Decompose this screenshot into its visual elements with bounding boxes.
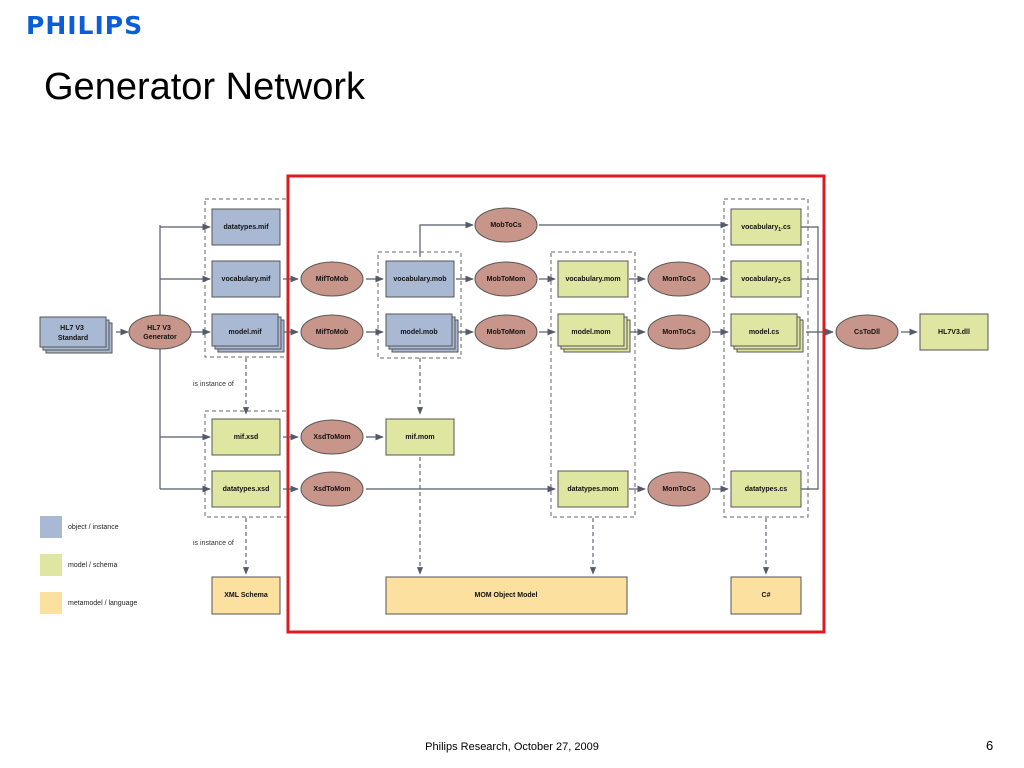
xsdtomom-process-1: XsdToMom [300, 419, 364, 455]
svg-text:vocabulary.mif: vocabulary.mif [222, 276, 272, 283]
svg-text:MomToCs: MomToCs [662, 329, 695, 336]
edge-vocabularymob-mobtocs [419, 221, 474, 257]
philips-logo: PHILIPS [26, 11, 144, 40]
svg-text:model.mob: model.mob [400, 329, 437, 336]
legend-label-object-instance: object / instance [68, 524, 119, 531]
vocabulary-mob-node: vocabulary.mob [385, 260, 455, 298]
model-cs-stack: model.cs [730, 313, 804, 353]
instance-of-label-2: is instance of [193, 540, 234, 547]
legend-swatch-model-schema [40, 554, 62, 576]
legend-label-model-schema: model / schema [68, 562, 118, 569]
svg-text:vocabulary.mom: vocabulary.mom [565, 276, 620, 283]
svg-text:MobToMom: MobToMom [487, 329, 526, 336]
svg-text:vocabulary2.cs: vocabulary2.cs [741, 276, 791, 285]
hl7-standard-stack: HL7 V3 Standard [39, 316, 113, 354]
svg-text:MOM Object Model: MOM Object Model [475, 592, 538, 599]
legend-swatch-metamodel-language [40, 592, 62, 614]
svg-text:model.cs: model.cs [749, 329, 779, 336]
svg-text:datatypes.mom: datatypes.mom [567, 486, 618, 493]
momtocs-process-2: MomToCs [647, 314, 711, 350]
vocabulary-mif-node: vocabulary.mif [211, 260, 281, 298]
model-mif-stack: model.mif [211, 313, 285, 353]
hl7v3-dll-node: HL7V3.dll [919, 313, 989, 351]
svg-text:datatypes.mif: datatypes.mif [223, 224, 269, 231]
svg-text:XML Schema: XML Schema [224, 592, 268, 599]
instance-of-label-1: is instance of [193, 381, 234, 388]
mom-group-box [550, 251, 636, 518]
miftomob-process-2: MifToMob [300, 314, 364, 350]
mif-xsd-node: mif.xsd [211, 418, 281, 456]
hl7-generator-line2: Generator [143, 334, 177, 341]
svg-text:C#: C# [762, 592, 771, 599]
hl7-standard-line1: HL7 V3 [60, 325, 84, 332]
svg-text:CsToDll: CsToDll [854, 329, 880, 336]
svg-text:datatypes.cs: datatypes.cs [745, 486, 788, 493]
footer-text: Philips Research, October 27, 2009 [425, 741, 599, 753]
svg-text:XsdToMom: XsdToMom [313, 434, 350, 441]
mobtocs-process: MobToCs [474, 207, 538, 243]
svg-text:MomToCs: MomToCs [662, 486, 695, 493]
svg-text:MobToCs: MobToCs [490, 222, 521, 229]
xml-schema-node: XML Schema [211, 576, 281, 615]
datatypes-mif-node: datatypes.mif [211, 208, 281, 246]
highlight-frame [286, 174, 826, 634]
edge-cs-collector [801, 226, 819, 490]
momtocs-process-1: MomToCs [647, 261, 711, 297]
legend: object / instance model / schema metamod… [40, 516, 137, 614]
svg-text:HL7V3.dll: HL7V3.dll [938, 329, 970, 336]
svg-text:model.mif: model.mif [228, 329, 262, 336]
svg-text:XsdToMom: XsdToMom [313, 486, 350, 493]
svg-text:mif.mom: mif.mom [405, 434, 434, 441]
mobtomom-process-1: MobToMom [474, 261, 538, 297]
vocabulary2-cs-node: vocabulary2.cs [730, 260, 802, 298]
xsdtomom-process-2: XsdToMom [300, 471, 364, 507]
datatypes-mom-node: datatypes.mom [557, 470, 629, 508]
legend-swatch-object-instance [40, 516, 62, 538]
mob-group-box [377, 251, 462, 359]
momtocs-process-3: MomToCs [647, 471, 711, 507]
cstodll-process: CsToDll [835, 314, 899, 350]
slide-title: Generator Network [44, 66, 366, 108]
hl7-generator-line1: HL7 V3 [147, 325, 171, 332]
svg-text:HL7 V3 Standard: HL7 V3 Standard [58, 325, 88, 342]
hl7-generator-process: HL7 V3 Generator [128, 314, 192, 350]
datatypes-xsd-node: datatypes.xsd [211, 470, 281, 508]
svg-text:MifToMob: MifToMob [316, 276, 349, 283]
svg-text:vocabulary.mob: vocabulary.mob [393, 276, 446, 283]
legend-label-metamodel-language: metamodel / language [68, 600, 137, 607]
mom-object-model-node: MOM Object Model [385, 576, 628, 615]
miftomob-process-1: MifToMob [300, 261, 364, 297]
svg-text:HL7 V3 Generator: HL7 V3 Generator [143, 325, 177, 341]
vocabulary-mom-node: vocabulary.mom [557, 260, 629, 298]
hl7-standard-line2: Standard [58, 335, 88, 342]
svg-text:MifToMob: MifToMob [316, 329, 349, 336]
svg-text:vocabulary1.cs: vocabulary1.cs [741, 224, 791, 233]
svg-text:datatypes.xsd: datatypes.xsd [223, 486, 270, 493]
page-number: 6 [986, 738, 994, 753]
svg-text:MobToMom: MobToMom [487, 276, 526, 283]
vocabulary1-cs-node: vocabulary1.cs [730, 208, 802, 246]
svg-text:mif.xsd: mif.xsd [234, 434, 259, 441]
svg-text:MomToCs: MomToCs [662, 276, 695, 283]
svg-text:model.mom: model.mom [571, 329, 610, 336]
csharp-node: C# [730, 576, 802, 615]
model-mob-stack: model.mob [385, 313, 459, 353]
datatypes-cs-node: datatypes.cs [730, 470, 802, 508]
model-mom-stack: model.mom [557, 313, 631, 353]
cs-group-box [723, 198, 809, 518]
mif-mom-node: mif.mom [385, 418, 455, 456]
mobtomom-process-2: MobToMom [474, 314, 538, 350]
